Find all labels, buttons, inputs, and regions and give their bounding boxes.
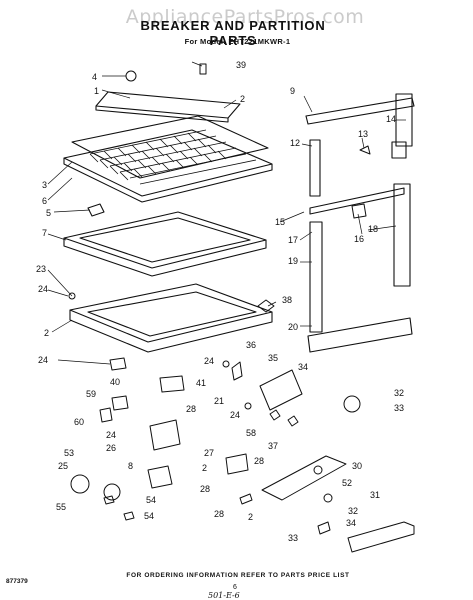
callout-38: 35: [268, 353, 278, 363]
partition-frame: [63, 211, 267, 277]
callout-6: 6: [42, 196, 47, 206]
callout-40: 37: [268, 441, 278, 451]
callout-41: 38: [282, 295, 292, 305]
document-code: 877379: [6, 578, 28, 585]
callout-42: 39: [236, 60, 246, 70]
page-number: 6: [233, 584, 237, 591]
callout-28-a: 28: [186, 404, 196, 414]
upper-shelf-grid: [63, 115, 273, 203]
callout-labels: 4 1 39 2 3 6 5 7 23 24 2 24 9 14 13 12 1…: [36, 60, 404, 543]
leader-lines: [47, 61, 406, 365]
watermark: AppliancePartsPros.com: [125, 6, 365, 28]
callout-24-e: 25: [58, 461, 68, 471]
callout-35: 32: [394, 388, 404, 398]
callout-53: 54: [146, 495, 156, 505]
clip-part: [87, 203, 105, 217]
callout-5: 5: [46, 208, 51, 218]
callout-19: 19: [288, 256, 298, 266]
callout-23: 24: [38, 355, 48, 365]
callout-17: 17: [288, 235, 298, 245]
callout-24-a: 24: [38, 284, 48, 294]
callout-24-b: 24: [204, 356, 214, 366]
callout-4: 4: [92, 72, 97, 82]
callout-3: 3: [42, 180, 47, 190]
callout-59: 59: [86, 389, 96, 399]
callout-27: 28: [254, 456, 264, 466]
callout-7: 7: [42, 228, 47, 238]
callout-2-bottom: 2: [44, 328, 49, 338]
callout-22: 23: [36, 264, 46, 274]
ordering-info-footer: FOR ORDERING INFORMATION REFER TO PARTS …: [126, 572, 350, 579]
callout-32: 32: [348, 506, 358, 516]
callout-30: 30: [352, 461, 362, 471]
callout-8: 8: [128, 461, 133, 471]
callout-15: 15: [275, 217, 285, 227]
callout-54: 54: [144, 511, 154, 521]
callout-33: 33: [288, 533, 298, 543]
callout-28-c: 28: [214, 509, 224, 519]
diagram-title: BREAKER AND PARTITION PARTS: [140, 18, 326, 48]
callout-24-d: 24: [106, 430, 116, 440]
callout-52: 53: [64, 448, 74, 458]
callout-18: 18: [368, 224, 378, 234]
callout-26: 27: [204, 448, 214, 458]
callout-28-b: 28: [200, 484, 210, 494]
callout-31: 31: [370, 490, 380, 500]
callout-39: 36: [246, 340, 256, 350]
callout-50: 52: [342, 478, 352, 488]
small-parts: [68, 63, 415, 553]
model-subtitle: For Model: EHT221MKWR-1: [184, 37, 291, 46]
callout-24-c: 24: [230, 410, 240, 420]
callout-2-mid: 2: [202, 463, 207, 473]
callout-34: 34: [346, 518, 356, 528]
handwritten-note: 501-E-6: [208, 591, 240, 600]
callout-58: 58: [246, 428, 256, 438]
callout-16: 16: [354, 234, 364, 244]
breaker-strip-part: [95, 91, 241, 123]
callout-1: 1: [94, 86, 99, 96]
callout-2-top: 2: [240, 94, 245, 104]
callout-20: 20: [288, 322, 298, 332]
callout-36: 33: [394, 403, 404, 413]
door-breaker-strips: [305, 93, 415, 353]
callout-13: 13: [358, 129, 368, 139]
callout-55: 55: [56, 502, 66, 512]
callout-60: 60: [74, 417, 84, 427]
callout-45: 40: [110, 377, 120, 387]
callout-37: 34: [298, 362, 308, 372]
callout-2-low: 2: [248, 512, 253, 522]
callout-25: 26: [106, 443, 116, 453]
lower-tray: [69, 283, 273, 353]
callout-12: 12: [290, 138, 300, 148]
callout-21: 21: [214, 396, 224, 406]
callout-43: 41: [196, 378, 206, 388]
callout-9: 9: [290, 86, 295, 96]
callout-14: 14: [386, 114, 396, 124]
